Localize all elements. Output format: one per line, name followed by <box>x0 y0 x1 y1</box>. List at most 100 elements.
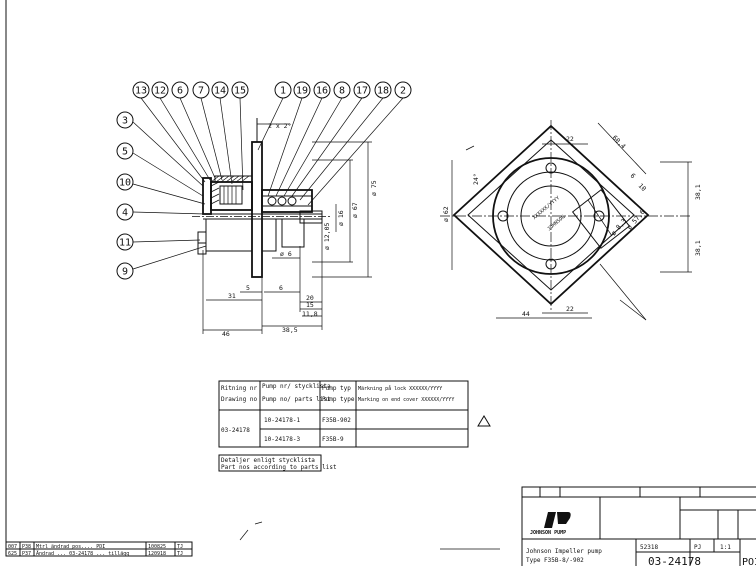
svg-text:31: 31 <box>228 292 236 300</box>
balloon-11: 11 <box>116 233 134 251</box>
svg-text:TJ: TJ <box>177 544 183 550</box>
table-header-marking-sv: Märkning på lock XXXXXX/YYYY <box>358 385 442 392</box>
svg-text:3: 3 <box>122 116 128 127</box>
svg-text:38,1: 38,1 <box>694 240 702 256</box>
svg-text:7: 7 <box>198 86 204 97</box>
svg-text:60,4: 60,4 <box>611 134 628 151</box>
svg-text:9: 9 <box>122 267 128 278</box>
svg-text:10: 10 <box>119 178 131 189</box>
svg-text:14: 14 <box>214 86 226 97</box>
balloon-8: 8 <box>333 81 351 99</box>
svg-text:19: 19 <box>296 86 308 97</box>
table-header-drawing-sv: Ritning nr <box>221 385 258 392</box>
balloon-1: 1 <box>274 81 292 99</box>
table-header-type-sv: Pump typ <box>322 385 351 392</box>
balloon-12: 12 <box>151 81 169 99</box>
front-view: XXXXXX/YYYY JOHNSON ø 62 24° 60,4 22 22 … <box>440 120 702 321</box>
svg-text:ø 12,05: ø 12,05 <box>323 223 331 250</box>
table-header-marking-en: Marking on end cover XXXXXX/YYYY <box>358 397 454 403</box>
svg-text:625: 625 <box>8 551 17 557</box>
svg-text:22: 22 <box>566 135 574 143</box>
svg-text:16: 16 <box>316 86 328 97</box>
pump-body <box>192 118 330 278</box>
svg-text:18: 18 <box>377 86 389 97</box>
svg-text:Part nos according to parts li: Part nos according to parts list <box>221 464 337 471</box>
svg-text:4: 4 <box>122 208 128 219</box>
svg-text:TJ: TJ <box>177 551 183 557</box>
svg-text:8: 8 <box>339 86 345 97</box>
balloon-13: 13 <box>132 81 150 99</box>
title-scale: 1:1 <box>720 544 731 551</box>
balloon-17: 17 <box>353 81 371 99</box>
svg-text:13: 13 <box>135 86 147 97</box>
svg-text:ø 62: ø 62 <box>442 206 450 222</box>
table-header-pumpno-en: Pump no/ parts list <box>262 396 331 403</box>
svg-text:2 x 2°: 2 x 2° <box>268 122 291 130</box>
title-description-2: Type F35B-8/-902 <box>526 557 584 564</box>
leader-lines-top <box>140 97 404 206</box>
balloon-14: 14 <box>211 81 229 99</box>
parts-note: Detaljer enligt stycklista Part nos acco… <box>218 454 337 472</box>
svg-text:ø 75: ø 75 <box>370 180 378 196</box>
svg-text:JOHNSON PUMP: JOHNSON PUMP <box>530 530 566 536</box>
svg-text:JOHNSON: JOHNSON <box>546 214 566 232</box>
balloon-7: 7 <box>192 81 210 99</box>
balloon-4: 4 <box>116 203 134 221</box>
svg-text:15: 15 <box>306 301 314 309</box>
svg-text:P38: P38 <box>22 544 31 550</box>
svg-text:10: 10 <box>637 182 648 193</box>
table-header-pumpno-sv: Pump nr/ stycklista <box>262 383 331 390</box>
balloon-19: 19 <box>293 81 311 99</box>
svg-text:5: 5 <box>246 284 250 292</box>
balloon-column-left: 3 5 10 4 11 9 <box>116 111 134 280</box>
svg-text:5: 5 <box>122 147 128 158</box>
table-header-type-en: Pump type <box>322 396 355 403</box>
balloon-row-top: 13 12 6 7 14 15 1 19 16 8 17 18 2 <box>132 81 412 99</box>
svg-text:120918: 120918 <box>148 551 166 557</box>
balloon-10: 10 <box>116 173 134 191</box>
svg-text:11,8: 11,8 <box>302 310 318 318</box>
revision-triangle-icon <box>477 415 491 427</box>
svg-text:11: 11 <box>119 238 131 249</box>
svg-text:15: 15 <box>234 86 246 97</box>
table-row-1-pumpno: 10-24178-1 <box>264 417 301 424</box>
revision-table: 007 P38 Mtrl ändrad pos.... PDI 100825 T… <box>5 541 193 557</box>
svg-text:1: 1 <box>280 86 286 97</box>
svg-text:12: 12 <box>154 86 166 97</box>
svg-text:100825: 100825 <box>148 544 166 550</box>
balloon-3: 3 <box>116 111 134 129</box>
title-description-1: Johnson Impeller pump <box>526 548 602 555</box>
table-row-2-type: F35B-9 <box>322 436 344 443</box>
svg-text:38,5: 38,5 <box>282 326 298 334</box>
table-header-drawing-en: Drawing no <box>221 396 258 403</box>
table-row-2-pumpno: 10-24178-3 <box>264 436 301 443</box>
svg-text:Ändrad ... 03-24178 ... tilläg: Ändrad ... 03-24178 ... tillägg <box>36 550 129 557</box>
svg-text:6: 6 <box>629 172 637 180</box>
title-tail: POI <box>742 557 756 566</box>
side-section-view: 13 12 6 7 14 15 1 19 16 8 17 18 2 <box>116 81 412 338</box>
stray-marks <box>239 521 500 550</box>
johnson-pump-logo: JOHNSON PUMP <box>530 512 571 536</box>
svg-text:ø 67: ø 67 <box>351 202 359 218</box>
title-block: JOHNSON PUMP Johnson Impeller pump Type … <box>521 486 756 566</box>
svg-text:ø 6: ø 6 <box>280 250 292 258</box>
balloon-5: 5 <box>116 142 134 160</box>
balloon-15: 15 <box>231 81 249 99</box>
svg-text:17: 17 <box>356 86 368 97</box>
svg-text:007: 007 <box>8 544 17 550</box>
svg-text:6: 6 <box>177 86 183 97</box>
table-row-1-type: F35B-902 <box>322 417 351 424</box>
svg-text:ø 16: ø 16 <box>337 210 345 226</box>
svg-text:XXXXXX/YYYY: XXXXXX/YYYY <box>532 195 561 221</box>
balloon-2: 2 <box>394 81 412 99</box>
side-view-dimensions: 2 x 2° ø 75 ø 67 ø 16 ø 12,05 ø 6 5 6 31 <box>202 122 378 338</box>
svg-text:6: 6 <box>279 284 283 292</box>
svg-text:22: 22 <box>566 305 574 313</box>
balloon-9: 9 <box>116 262 134 280</box>
svg-text:24°: 24° <box>472 173 480 185</box>
svg-text:38,1: 38,1 <box>694 184 702 200</box>
title-ref: 52318 <box>640 544 658 551</box>
svg-text:2: 2 <box>400 86 406 97</box>
svg-text:Mtrl ändrad pos.... PDI: Mtrl ändrad pos.... PDI <box>36 544 105 550</box>
